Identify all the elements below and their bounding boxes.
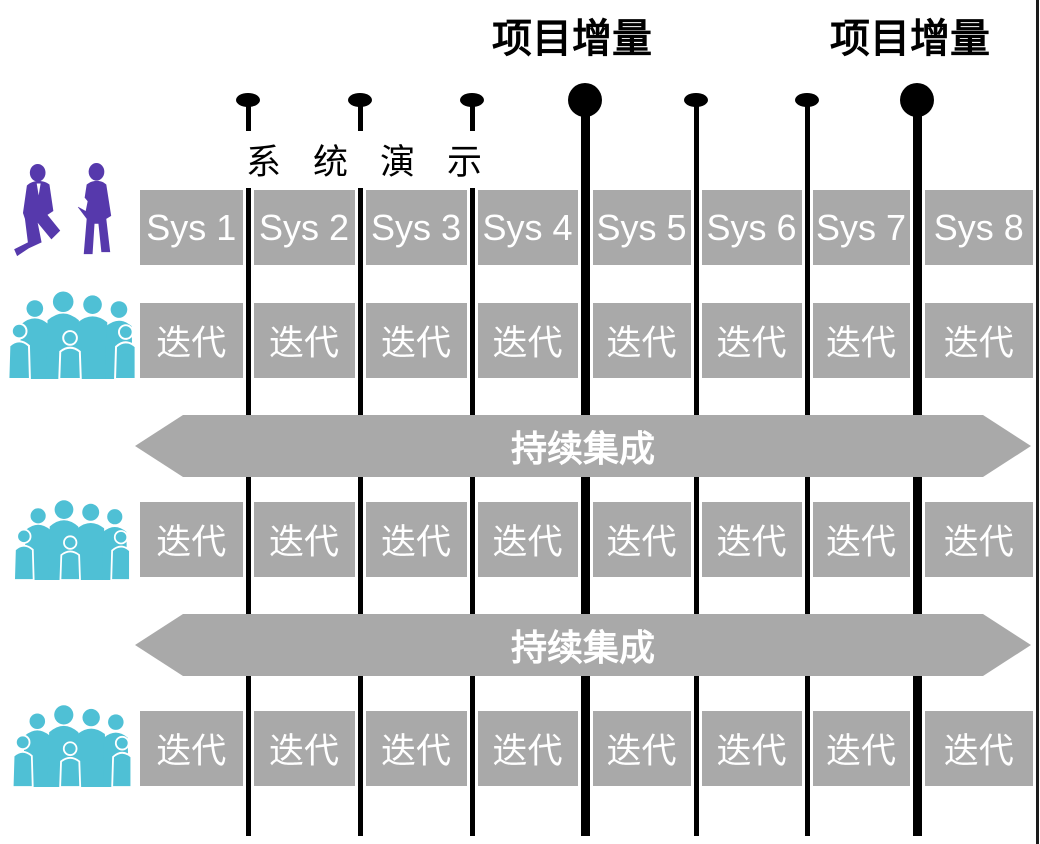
team-crowd-icon [6, 289, 138, 380]
system-demo-milestone-dot [684, 93, 708, 107]
iteration-box-1: 迭代 [140, 303, 243, 378]
program-increment-milestone-dot [900, 83, 934, 117]
sys-box-3: Sys 3 [365, 190, 467, 265]
sys-box-4: Sys 4 [477, 190, 578, 265]
iteration-box-4: 迭代 [477, 502, 578, 577]
continuous-integration-bar-1: 持续集成 [135, 415, 1031, 477]
iteration-box-7: 迭代 [812, 502, 910, 577]
iteration-box-6: 迭代 [701, 303, 802, 378]
iteration-box-8: 迭代 [924, 711, 1033, 786]
sys-box-2: Sys 2 [253, 190, 355, 265]
iteration-box-7: 迭代 [812, 303, 910, 378]
iteration-box-5: 迭代 [592, 502, 691, 577]
iteration-box-3: 迭代 [365, 303, 467, 378]
system-demo-milestone-dot [236, 93, 260, 107]
program-increment-milestone-dot [568, 83, 602, 117]
image-right-border [1036, 0, 1039, 844]
continuous-integration-bar-2: 持续集成 [135, 614, 1031, 676]
system-demo-milestone-dot [795, 93, 819, 107]
iteration-box-1: 迭代 [140, 502, 243, 577]
continuous-integration-label: 持续集成 [510, 627, 655, 668]
iteration-box-6: 迭代 [701, 502, 802, 577]
iteration-box-4: 迭代 [477, 303, 578, 378]
sys-box-8: Sys 8 [924, 190, 1033, 265]
sys-box-6: Sys 6 [701, 190, 802, 265]
iteration-box-6: 迭代 [701, 711, 802, 786]
iteration-box-5: 迭代 [592, 711, 691, 786]
iteration-box-2: 迭代 [253, 711, 355, 786]
program-increment-label-2: 项目增量 [830, 17, 990, 61]
iteration-box-8: 迭代 [924, 303, 1033, 378]
system-demo-milestone-dot [460, 93, 484, 107]
iteration-box-3: 迭代 [365, 502, 467, 577]
iteration-box-3: 迭代 [365, 711, 467, 786]
iteration-box-7: 迭代 [812, 711, 910, 786]
iteration-box-5: 迭代 [592, 303, 691, 378]
iteration-box-4: 迭代 [477, 711, 578, 786]
business-people-icon [6, 162, 136, 260]
sys-box-5: Sys 5 [592, 190, 691, 265]
system-demo-milestone-dot [348, 93, 372, 107]
program-increment-label-1: 项目增量 [492, 17, 652, 61]
iteration-box-2: 迭代 [253, 502, 355, 577]
continuous-integration-label: 持续集成 [510, 428, 655, 469]
iteration-box-8: 迭代 [924, 502, 1033, 577]
iteration-box-2: 迭代 [253, 303, 355, 378]
team-crowd-icon [6, 498, 138, 581]
iteration-box-1: 迭代 [140, 711, 243, 786]
team-crowd-icon [6, 703, 138, 788]
sys-box-7: Sys 7 [812, 190, 910, 265]
sys-box-1: Sys 1 [140, 190, 243, 265]
system-demo-label: 系统演示 [240, 131, 515, 188]
